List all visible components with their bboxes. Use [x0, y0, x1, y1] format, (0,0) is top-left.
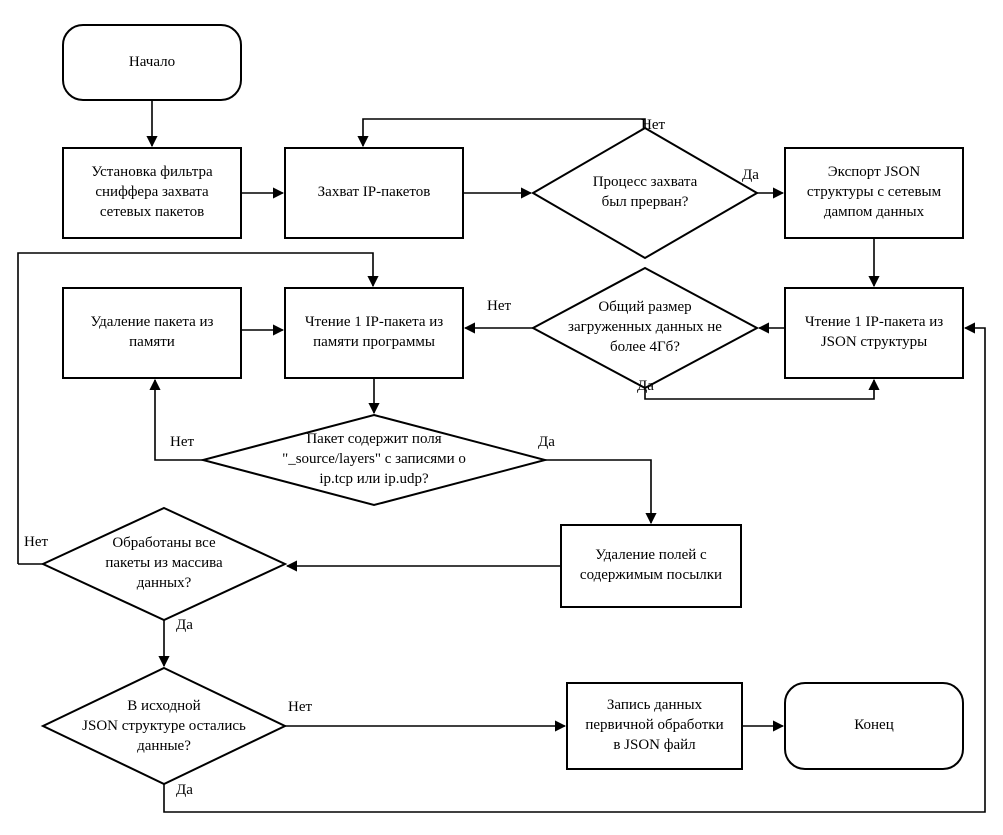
edge-label-fields-no: Нет	[170, 434, 195, 450]
node-start-shape	[62, 24, 242, 101]
edge-left-return-to-read-memory	[17, 252, 379, 564]
node-delete-packet-shape	[62, 287, 242, 379]
node-data-remaining-shape	[40, 666, 288, 786]
node-packet-fields-shape	[199, 413, 549, 507]
edge-fields-yes-to-remove-payload	[545, 459, 657, 525]
edge-remaining-yes-loop	[163, 322, 986, 813]
node-read-from-memory-shape	[284, 287, 464, 379]
node-read-from-json-shape	[784, 287, 964, 379]
node-export-json-shape	[784, 147, 964, 239]
edge-size-yes-loop	[644, 378, 880, 400]
edge-label-size-yes: Да	[637, 378, 654, 394]
node-set-filter-shape	[62, 147, 242, 239]
node-capture-shape	[284, 147, 464, 239]
edge-label-remaining-no: Нет	[288, 699, 313, 715]
edge-label-size-no: Нет	[487, 298, 512, 314]
edge-label-processed-yes: Да	[176, 617, 193, 633]
node-size-check-shape	[530, 266, 760, 390]
edge-label-capture-yes: Да	[742, 167, 759, 183]
edge-fields-no-loop	[149, 378, 203, 461]
edge-interrupted-no-loop	[357, 118, 646, 148]
node-capture-interrupted-shape	[531, 126, 759, 260]
node-end-shape	[784, 682, 964, 770]
node-write-json-shape	[566, 682, 743, 770]
edge-label-capture-no: Нет	[641, 117, 666, 133]
edge-label-fields-yes: Да	[538, 434, 555, 450]
edge-label-remaining-yes: Да	[176, 782, 193, 798]
node-remove-payload-shape	[560, 524, 742, 608]
node-all-processed-shape	[40, 506, 288, 622]
edge-label-processed-no: Нет	[24, 534, 49, 550]
